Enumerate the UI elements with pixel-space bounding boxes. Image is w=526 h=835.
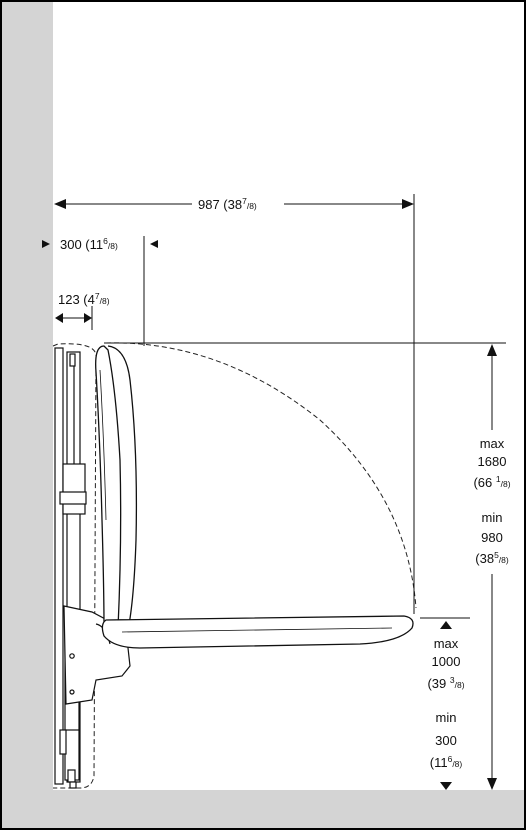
seat-height-max-frac: /8) bbox=[455, 680, 465, 690]
arrow-right-icon bbox=[84, 313, 92, 323]
arrow-right-icon bbox=[402, 199, 414, 209]
bracket-envelope bbox=[52, 343, 97, 789]
seat-offset-sup: 6 bbox=[103, 236, 108, 246]
dimension-bracket-depth: 123 (47/8) bbox=[55, 291, 110, 323]
svg-text:300 (116/8): 300 (116/8) bbox=[60, 236, 118, 252]
total-height-max-label: max bbox=[480, 436, 505, 451]
arrow-up-icon bbox=[440, 621, 452, 629]
total-height-min-frac: /8) bbox=[499, 555, 509, 565]
seat-height-max-value: 1000 bbox=[432, 654, 461, 669]
arrow-right-icon bbox=[42, 240, 50, 248]
total-height-max-frac: /8) bbox=[501, 479, 511, 489]
dimension-total-height: max 1680 (66 1/8) min 980 (385/8) bbox=[473, 344, 511, 790]
seat-offset-value: 300 (11 bbox=[60, 237, 103, 252]
arrow-left-icon bbox=[150, 240, 158, 248]
arrow-up-icon bbox=[487, 344, 497, 356]
seat-offset-frac: /8) bbox=[108, 241, 118, 251]
seat-height-min-open: (11 bbox=[430, 755, 448, 770]
dimension-seat-offset: 300 (116/8) bbox=[42, 236, 158, 252]
dimension-overall-width: 987 (387/8) bbox=[54, 196, 414, 212]
arrow-left-icon bbox=[55, 313, 63, 323]
overall-width-sup: 7 bbox=[242, 196, 247, 206]
extension-lines bbox=[91, 194, 506, 619]
svg-text:(39 3/8): (39 3/8) bbox=[427, 675, 464, 691]
svg-text:987 (387/8): 987 (387/8) bbox=[198, 196, 257, 212]
wall bbox=[1, 1, 53, 829]
swing-arc bbox=[105, 342, 417, 609]
arrow-down-icon bbox=[440, 782, 452, 790]
seat-back bbox=[95, 345, 138, 631]
svg-text:(116/8): (116/8) bbox=[430, 754, 463, 770]
svg-text:123 (47/8): 123 (47/8) bbox=[58, 291, 110, 307]
seat-height-min-frac: /8) bbox=[452, 759, 462, 769]
seat-height-max-label: max bbox=[434, 636, 459, 651]
total-height-max-open: (66 bbox=[473, 475, 495, 490]
dimension-seat-height: max 1000 (39 3/8) min 300 (116/8) bbox=[427, 621, 465, 790]
overall-width-frac: /8) bbox=[247, 201, 257, 211]
arrow-left-icon bbox=[54, 199, 66, 209]
seat-height-max-open: (39 bbox=[427, 676, 449, 691]
bracket-depth-frac: /8) bbox=[100, 296, 110, 306]
total-height-min-sup: 5 bbox=[494, 550, 499, 560]
overall-width-value: 987 (38 bbox=[198, 197, 242, 212]
floor bbox=[1, 790, 525, 829]
wall-rail bbox=[54, 347, 87, 789]
svg-text:(66 1/8): (66 1/8) bbox=[473, 474, 510, 490]
bracket-depth-value: 123 (4 bbox=[58, 292, 95, 307]
seat-height-min-sup: 6 bbox=[448, 754, 453, 764]
arrow-down-icon bbox=[487, 778, 497, 790]
total-height-min-open: (38 bbox=[475, 551, 494, 566]
total-height-min-value: 980 bbox=[481, 530, 503, 545]
svg-text:(385/8): (385/8) bbox=[475, 550, 509, 566]
seat-height-max-sup: 3 bbox=[450, 675, 455, 685]
total-height-max-value: 1680 bbox=[478, 454, 507, 469]
seat-height-min-value: 300 bbox=[435, 733, 457, 748]
seat-height-min-label: min bbox=[436, 710, 457, 725]
bracket-depth-sup: 7 bbox=[95, 291, 100, 301]
seat-cushion bbox=[101, 615, 414, 649]
total-height-max-sup: 1 bbox=[496, 474, 501, 484]
total-height-min-label: min bbox=[482, 510, 503, 525]
